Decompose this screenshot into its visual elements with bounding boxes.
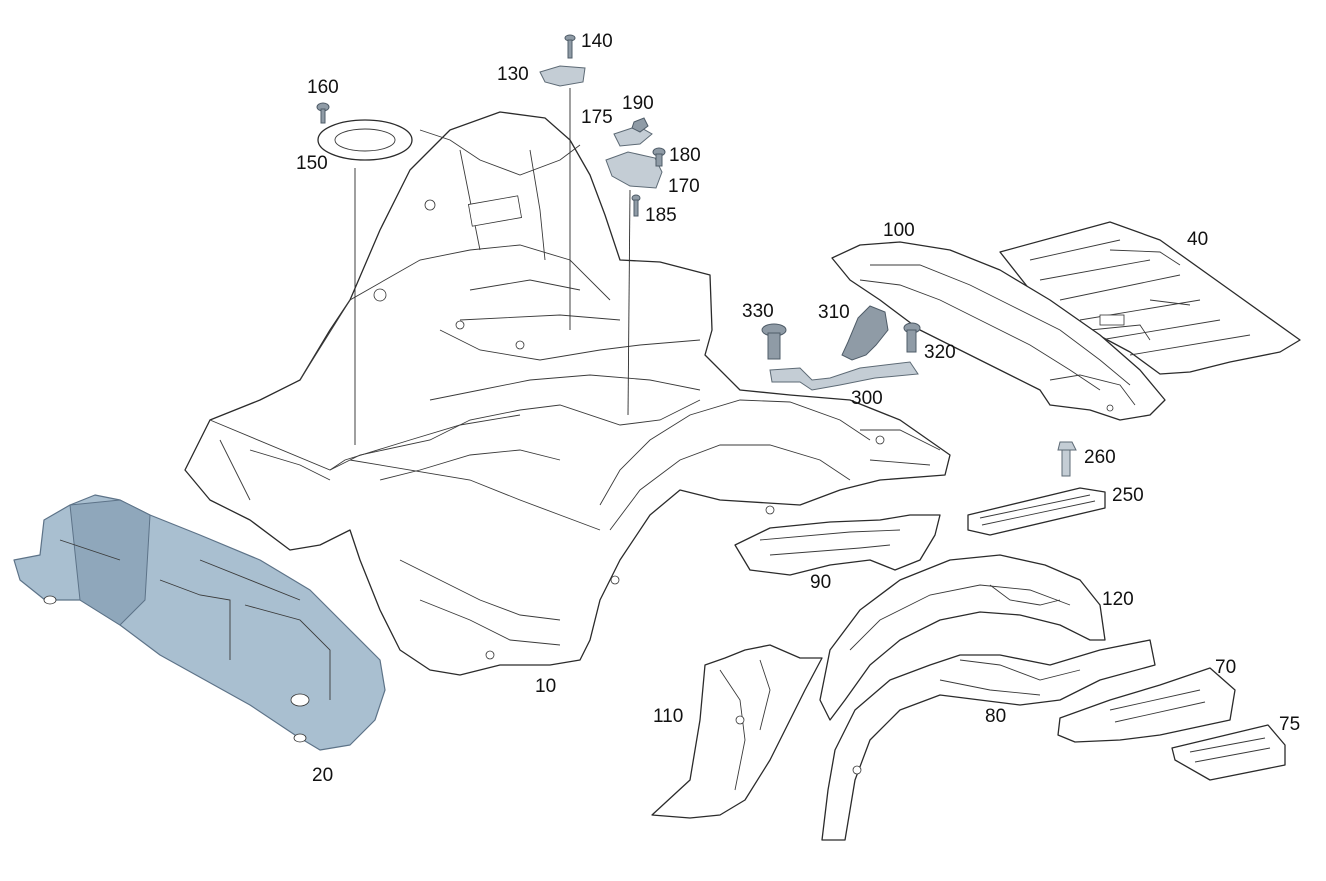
part-180-bolt: [652, 147, 666, 167]
label-part-40: 40: [1187, 229, 1209, 250]
part-260-bolt: [1057, 441, 1077, 477]
label-part-150: 150: [296, 153, 328, 174]
label-part-320: 320: [924, 342, 956, 363]
label-part-170: 170: [668, 176, 700, 197]
label-part-80: 80: [985, 706, 1007, 727]
leader-lines: [354, 88, 631, 445]
part-120-wheelhouse-inner: [819, 554, 1106, 721]
label-part-140: 140: [581, 31, 613, 52]
part-80-wheelhouse-outer: [821, 639, 1156, 841]
label-part-10: 10: [535, 676, 557, 697]
part-20-insulation-panel: [13, 494, 386, 751]
part-40-floor-panel: [999, 221, 1301, 375]
label-part-250: 250: [1112, 485, 1144, 506]
part-70-floor-bracket: [1057, 667, 1236, 743]
part-130-bracket: [539, 65, 586, 87]
part-330-bolt: [761, 323, 787, 360]
label-part-20: 20: [312, 765, 334, 786]
part-320-bolt: [903, 322, 921, 353]
label-part-90: 90: [810, 572, 832, 593]
part-100-cross-member: [831, 241, 1166, 421]
label-part-260: 260: [1084, 447, 1116, 468]
label-part-185: 185: [645, 205, 677, 226]
part-170-bracket: [605, 151, 663, 189]
part-310-grommet: [841, 305, 889, 361]
label-part-310: 310: [818, 302, 850, 323]
part-150-cover: [317, 119, 413, 161]
part-90-side-member: [734, 514, 941, 576]
part-160-screw: [316, 102, 330, 124]
label-part-110: 110: [653, 706, 684, 727]
part-110-pillar: [651, 644, 823, 819]
label-part-175: 175: [581, 107, 613, 128]
label-part-180: 180: [669, 145, 701, 166]
part-250-rail: [967, 487, 1106, 536]
label-part-70: 70: [1215, 657, 1237, 678]
label-part-190: 190: [622, 93, 654, 114]
label-part-160: 160: [307, 77, 339, 98]
part-75-floor-plate: [1171, 724, 1286, 781]
part-300-bracket: [769, 361, 919, 391]
label-part-300: 300: [851, 388, 883, 409]
part-185-bolt: [631, 194, 641, 217]
label-part-130: 130: [497, 64, 529, 85]
label-part-100: 100: [883, 220, 915, 241]
part-190-nut: [631, 117, 649, 133]
leader-170: [627, 189, 631, 416]
label-part-330: 330: [742, 301, 774, 322]
label-part-75: 75: [1279, 714, 1301, 735]
label-part-120: 120: [1102, 589, 1134, 610]
part-140-screw: [564, 34, 576, 59]
